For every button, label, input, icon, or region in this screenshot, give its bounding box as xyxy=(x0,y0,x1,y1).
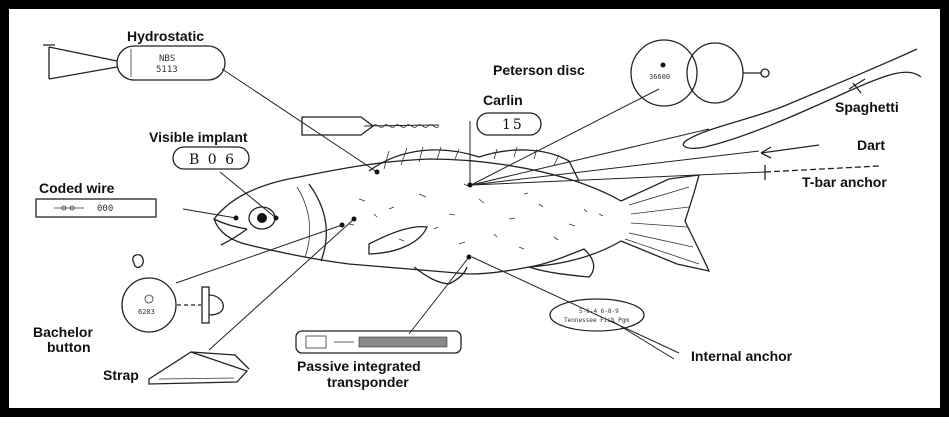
svg-text:5-6-4 6-8-9: 5-6-4 6-8-9 xyxy=(579,308,619,315)
label-t-bar-anchor: T-bar anchor xyxy=(802,174,887,190)
label-dart: Dart xyxy=(857,137,885,153)
label-visible-implant: Visible implant xyxy=(149,129,248,145)
tag-attachment-points xyxy=(234,170,473,260)
label-hydrostatic: Hydrostatic xyxy=(127,28,204,44)
svg-text:6203: 6203 xyxy=(138,308,155,316)
pit-tag-icon xyxy=(296,331,461,353)
label-bachelor: Bachelor xyxy=(33,324,93,340)
svg-text:36600: 36600 xyxy=(649,73,670,81)
dart-tag-icon xyxy=(761,145,819,158)
visible-implant-code: B 0 6 xyxy=(189,152,236,168)
visible-implant-tag-icon: B 0 6 xyxy=(173,147,249,169)
diagram-frame: NBS 5113 36600 15 B 0 6 xyxy=(0,0,949,417)
labels: Hydrostatic Peterson disc Carlin Spaghet… xyxy=(33,28,899,390)
coded-wire-code: 000 xyxy=(97,204,113,214)
label-peterson-disc: Peterson disc xyxy=(493,62,585,78)
label-internal-anchor: Internal anchor xyxy=(691,348,793,364)
label-coded-wire: Coded wire xyxy=(39,180,115,196)
hydrostatic-tag-text-1: NBS xyxy=(159,54,175,64)
bachelor-button-tag-icon: 6203 xyxy=(122,255,223,332)
strap-tag-icon xyxy=(149,352,249,384)
label-spaghetti: Spaghetti xyxy=(835,99,899,115)
fish-illustration xyxy=(214,147,709,284)
hydrostatic-tag-text-2: 5113 xyxy=(156,65,178,75)
label-button: button xyxy=(47,339,91,355)
label-strap: Strap xyxy=(103,367,139,383)
label-transponder: transponder xyxy=(327,374,409,390)
hydrostatic-tag-icon: NBS 5113 xyxy=(43,45,225,80)
carlin-tag-code: 15 xyxy=(502,117,524,133)
label-passive-integrated: Passive integrated xyxy=(297,358,421,374)
coded-wire-tag-icon: 000 xyxy=(36,199,156,217)
fish-tag-diagram: NBS 5113 36600 15 B 0 6 xyxy=(9,9,949,426)
label-carlin: Carlin xyxy=(483,92,523,108)
carlin-tag-icon: 15 xyxy=(302,113,541,135)
peterson-disc-icon: 36600 xyxy=(631,40,769,106)
svg-text:Tennessee Fish Pgm: Tennessee Fish Pgm xyxy=(564,317,629,324)
